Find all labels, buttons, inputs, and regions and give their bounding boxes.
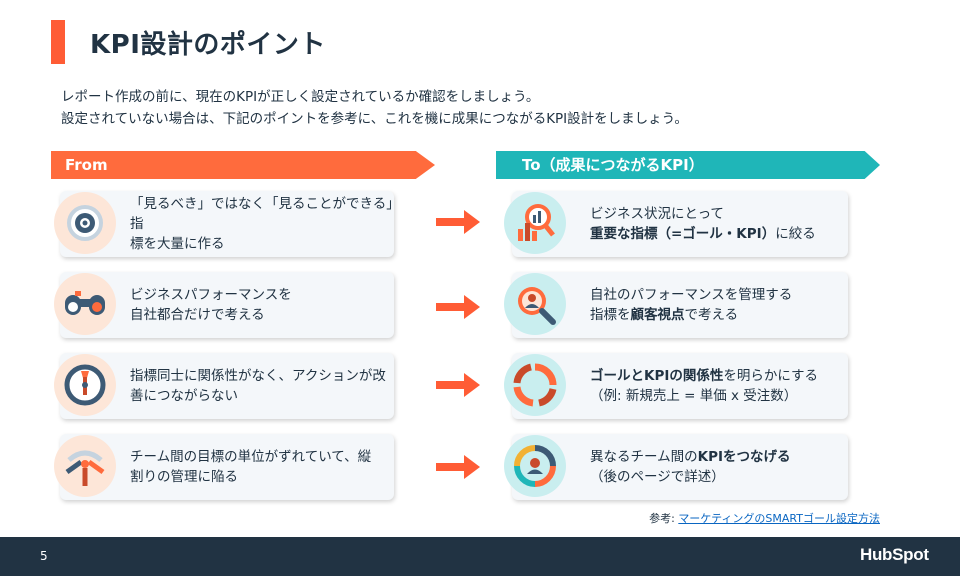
cycle-icon — [504, 354, 566, 416]
right-arrow-icon — [436, 455, 480, 479]
page-title: KPI設計のポイント — [90, 30, 326, 60]
chart-magnifier-icon — [504, 192, 566, 254]
to-card-1-line-1: ビジネス状況にとって — [590, 206, 724, 222]
intro-line-2: 設定されていない場合は、下記のポイントを参考に、これを機に成果につながるKPI設… — [61, 111, 688, 127]
to-card-2-line-1: 自社のパフォーマンスを管理する — [590, 287, 793, 303]
intro-line-1: レポート作成の前に、現在のKPIが正しく設定されているか確認をしましょう。 — [61, 89, 540, 105]
to-card-3-emphasis: ゴールとKPIの関係性 — [590, 368, 724, 384]
to-card-4-emphasis: KPIをつなげる — [697, 449, 791, 465]
to-card-3-line-1-rest: を明らかにする — [723, 368, 819, 384]
to-card-1-emphasis: 重要な指標（=ゴール・KPI） — [590, 226, 776, 242]
from-card-3: 指標同士に関係性がなく、アクションが改 善につながらない — [54, 353, 394, 419]
from-card-2: ビジネスパフォーマンスを 自社都合だけで考える — [54, 272, 394, 338]
reference-note: 参考: マーケティングのSMARTゴール設定方法 — [649, 510, 880, 526]
footer-bar: 5 HubSpot — [0, 537, 960, 576]
from-card-1-line-2: 標を大量に作る — [130, 236, 225, 252]
gauge-icon — [54, 354, 116, 416]
right-arrow-icon — [436, 373, 480, 397]
from-card-4-line-2: 割りの管理に陥る — [130, 469, 238, 485]
from-card-1-line-1: 「見るべき」ではなく「見ることができる」指 — [130, 196, 393, 232]
to-card-3: ゴールとKPIの関係性を明らかにする （例: 新規売上 = 単価 x 受注数） — [504, 353, 848, 419]
from-banner: From — [51, 151, 435, 179]
from-card-4-line-1: チーム間の目標の単位がずれていて、縦 — [130, 449, 372, 465]
to-card-2: 自社のパフォーマンスを管理する 指標を顧客視点で考える — [504, 272, 848, 338]
to-card-2-line-2-pre: 指標を — [590, 307, 631, 323]
to-card-1: ビジネス状況にとって 重要な指標（=ゴール・KPI）に絞る — [504, 191, 848, 257]
from-card-4: チーム間の目標の単位がずれていて、縦 割りの管理に陥る — [54, 434, 394, 500]
split-arrows-icon — [54, 435, 116, 497]
to-card-3-line-2: （例: 新規売上 = 単価 x 受注数） — [590, 388, 798, 404]
to-banner: To（成果につながるKPI） — [496, 151, 880, 179]
to-card-4-line-2: （後のページで詳述） — [590, 469, 725, 485]
to-card-1-line-2-rest: に絞る — [775, 226, 816, 242]
title-accent-bar — [51, 20, 65, 64]
to-card-4: 異なるチーム間のKPIをつなげる （後のページで詳述） — [504, 434, 848, 500]
page-number: 5 — [40, 549, 48, 563]
from-card-2-line-1: ビジネスパフォーマンスを — [130, 287, 292, 303]
intro-text: レポート作成の前に、現在のKPIが正しく設定されているか確認をしましょう。 設定… — [61, 86, 688, 130]
to-card-2-line-2-rest: で考える — [684, 307, 739, 323]
to-card-2-emphasis: 顧客視点 — [630, 307, 685, 323]
target-icon — [54, 192, 116, 254]
to-card-4-line-1-pre: 異なるチーム間の — [590, 449, 698, 465]
reference-prefix: 参考: — [649, 512, 679, 525]
reference-link[interactable]: マーケティングのSMARTゴール設定方法 — [678, 512, 880, 525]
customer-magnifier-icon — [504, 273, 566, 335]
right-arrow-icon — [436, 210, 480, 234]
right-arrow-icon — [436, 295, 480, 319]
from-card-2-line-2: 自社都合だけで考える — [130, 307, 265, 323]
hubspot-logo: HubSpot — [860, 545, 929, 564]
from-card-3-line-1: 指標同士に関係性がなく、アクションが改 — [130, 368, 386, 384]
from-card-3-line-2: 善につながらない — [130, 388, 238, 404]
connected-ring-icon — [504, 435, 566, 497]
binoculars-icon — [54, 273, 116, 335]
from-card-1: 「見るべき」ではなく「見ることができる」指 標を大量に作る — [54, 191, 394, 257]
